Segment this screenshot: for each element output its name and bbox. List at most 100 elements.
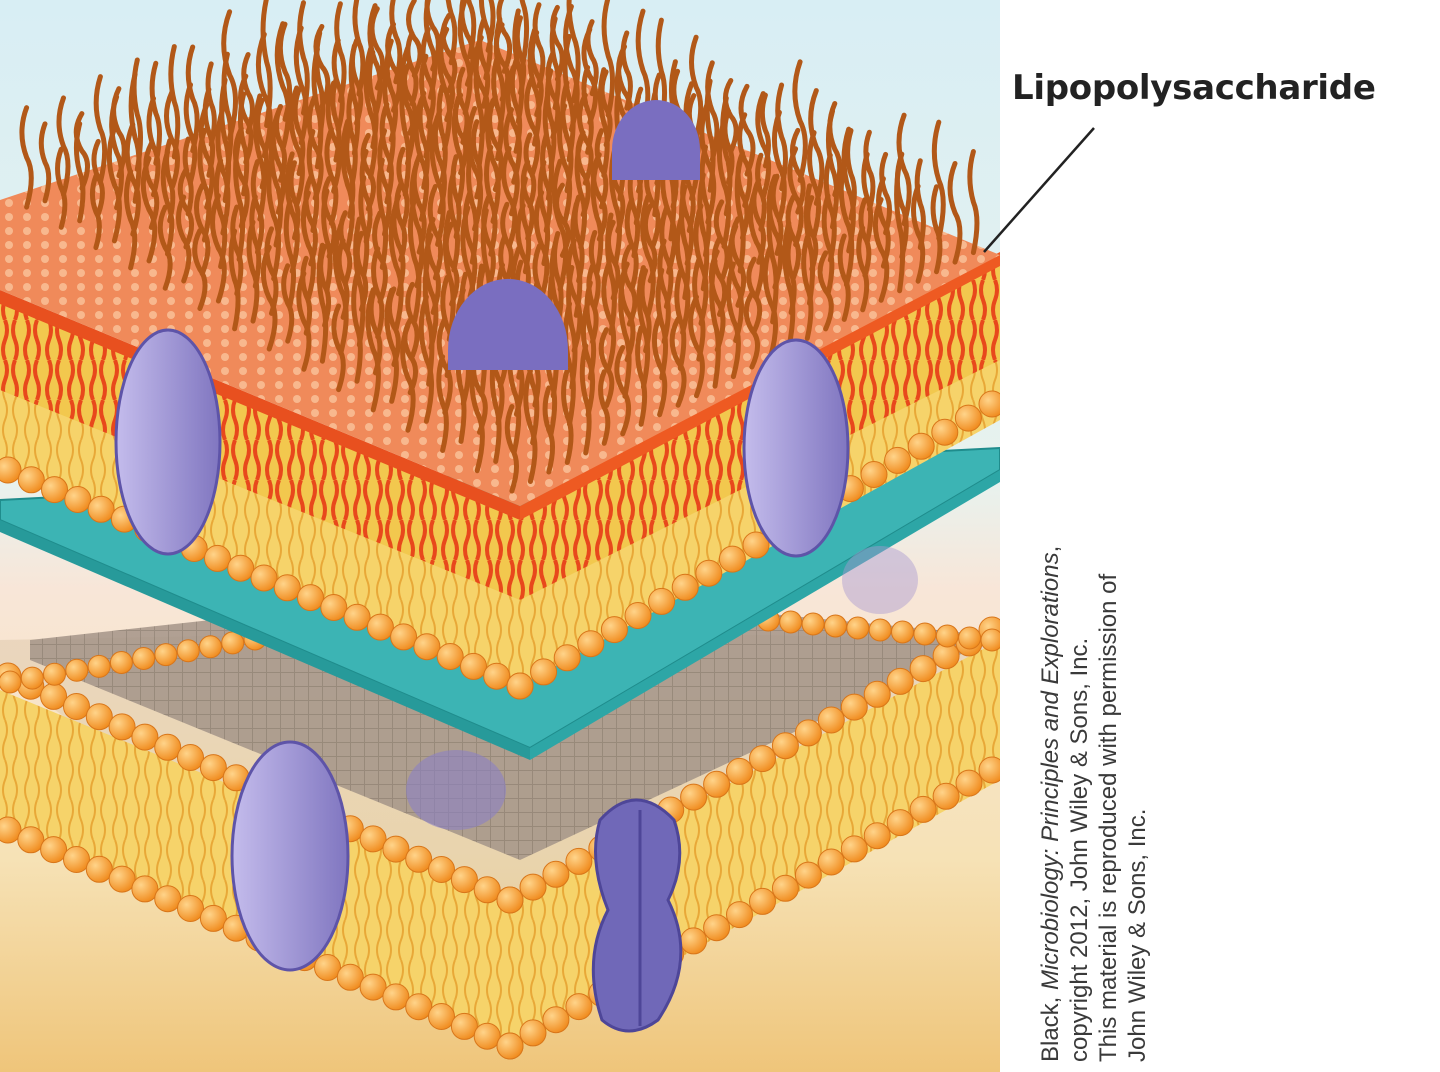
lps-chain [409,159,425,289]
lps-chain [445,0,458,66]
lps-chain [527,27,542,147]
lps-chain [856,225,870,313]
lps-chain [300,255,313,336]
lipid-head-sphere [109,651,133,674]
lps-chain [785,194,802,281]
lps-chain [590,159,604,275]
lipid-head-sphere [314,954,341,981]
lps-chain [914,158,926,250]
lipid-head-sphere [473,876,501,904]
lps-chain [250,159,265,255]
lps-chain [635,325,648,427]
lps-chain [321,188,333,293]
lipid-head-sphere [868,618,892,642]
lipid-head-sphere [297,584,324,612]
lps-chain [436,354,449,453]
lps-chain [713,199,730,283]
lps-chain [466,106,484,232]
lipid-head-sphere [87,495,115,523]
lps-chain [549,16,561,111]
lipid-head-sphere [41,476,68,504]
lps-chain [801,234,814,341]
lipid-head-sphere [519,873,547,901]
lipid-head-sphere [63,693,90,720]
lps-chain [348,43,361,156]
lipid-head-sphere [980,628,1000,652]
lps-chain [743,290,761,370]
lipid-head-sphere [955,769,983,797]
lps-chain [792,59,808,183]
lipid-head-sphere [496,1032,524,1060]
lipid-head-sphere [132,647,156,670]
lipid-head-sphere [931,418,959,446]
lipid-head-sphere [65,658,89,682]
lipid-head-sphere [87,654,111,678]
lps-chain [123,169,138,271]
lps-chain [688,294,705,399]
lps-chain [288,85,305,208]
lipopolysaccharide-label: Lipopolysaccharide [1012,68,1376,108]
lps-chain [429,114,446,247]
lps-chain [562,33,576,163]
lipid-head-sphere [794,861,822,889]
lps-chain [896,112,912,227]
lps-chain [363,46,378,180]
lps-chain [400,323,416,433]
lipopolysaccharide-chains [19,0,980,494]
lipid-head-sphere [428,1003,455,1030]
lipid-head-sphere [846,616,870,640]
lps-chain [565,238,583,354]
lps-chain [293,25,309,146]
lipid-head-sphere [0,670,22,694]
lps-chain [519,0,530,68]
lps-chain [215,106,231,236]
lps-chain [581,64,594,155]
lps-chain [598,327,615,409]
lipid-head-sphere [17,466,45,494]
lipid-head-sphere [680,783,708,811]
lps-chain [657,238,671,345]
lps-chain [377,128,392,237]
lps-chain [545,50,561,140]
lps-chain [557,103,573,226]
protein-top-center [448,278,568,370]
lipid-head-sphere [530,658,558,686]
lipid-head-sphere [436,643,464,670]
lipid-head-sphere [0,456,22,484]
lipid-head-sphere [154,885,182,913]
lps-chain [55,146,68,230]
lps-chain [19,105,34,210]
lps-chain [303,174,318,267]
lipid-head-sphere [40,836,68,864]
lps-chain [725,261,741,380]
lipid-head-sphere [978,756,1000,784]
copyright-credit: Black, Microbiology: Principles and Expl… [1036,422,1152,1062]
lipid-head-sphere [390,623,418,651]
lps-chain [576,92,594,186]
lps-chain [351,272,363,384]
lipid-head-sphere [577,630,605,658]
lipid-head-sphere [473,1022,501,1050]
lps-chain [542,88,555,201]
lps-chain [693,203,709,326]
lipid-head-sphere [695,559,723,587]
lps-chain [879,151,892,236]
lps-chain [425,216,441,315]
lps-chain [808,88,825,206]
lipid-head-sphere [840,835,868,863]
lipid-head-sphere [177,895,204,922]
lps-chain [316,242,329,364]
lps-chain [371,246,385,340]
lps-chain [947,161,963,265]
lps-chain [503,106,520,217]
lps-chain [260,244,278,352]
lps-chain [124,122,141,237]
lps-chain [579,343,592,456]
lipid-head-sphere [450,1012,478,1040]
lps-chain [586,263,599,345]
lps-chain [253,93,267,222]
lps-chain [782,220,796,351]
lipid-head-sphere [177,744,204,771]
lipid-head-sphere [954,404,982,432]
lps-chain [512,8,525,124]
